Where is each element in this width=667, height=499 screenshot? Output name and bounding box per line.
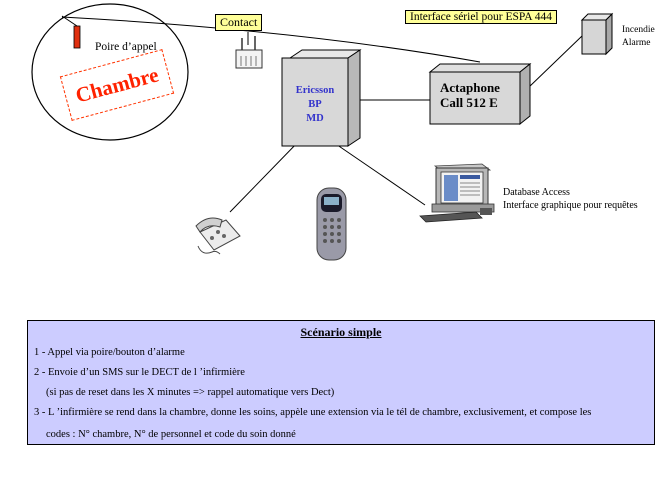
label-actaphone-line2: Call 512 E (440, 95, 498, 110)
fire-alarm-unit-icon (580, 12, 614, 56)
scenario-line-4: 3 - L ’infirmière se rend dans la chambr… (34, 407, 592, 418)
label-poire: Poire d’appel (95, 41, 157, 53)
label-incendie-alarme: Incendie Alarme (622, 24, 655, 50)
room-ellipse (31, 3, 189, 141)
scenario-line-1: 1 - Appel via poire/bouton d’alarme (34, 347, 185, 358)
label-ericsson-bp-md: Ericsson BP MD (282, 84, 348, 126)
label-database-line2: Interface graphique pour requêtes (503, 200, 638, 211)
label-database: Database Access Interface graphique pour… (503, 186, 638, 212)
label-alarme: Alarme (622, 38, 651, 48)
line-pbx-phone (229, 139, 301, 213)
line-pbx-workstation (329, 139, 426, 206)
line-actaphone-incendie (527, 35, 583, 89)
dect-keypad (323, 218, 341, 243)
ericsson-pbx-cabinet (281, 49, 362, 147)
label-ericsson: Ericsson (295, 85, 335, 96)
scenario-line-5: codes : N° chambre, N° de personnel et c… (46, 429, 296, 440)
line-poire-actaphone (61, 16, 481, 63)
desk-phone-icon (195, 217, 241, 255)
actaphone-server (428, 62, 532, 126)
dect-handset-icon (316, 187, 347, 261)
scenario-title: Scénario simple (300, 325, 382, 339)
scenario-box: Scénario simple 1 - Appel via poire/bout… (27, 320, 655, 445)
label-bp: BP (308, 99, 322, 110)
label-actaphone-line1: Actaphone (440, 80, 500, 95)
scenario-line-3: (si pas de reset dans les X minutes => r… (46, 387, 335, 398)
antenna-icon (235, 36, 263, 69)
nurse-call-pear-icon (61, 15, 81, 49)
label-database-line1: Database Access (503, 187, 570, 198)
workstation-icon (419, 163, 495, 223)
label-md: MD (306, 113, 324, 124)
label-incendie: Incendie (622, 25, 655, 35)
label-interface-espa: Interface sériel pour ESPA 444 (405, 10, 558, 24)
scenario-line-2: 2 - Envoie d’un SMS sur le DECT de l ’in… (34, 367, 245, 378)
label-actaphone: Actaphone Call 512 E (440, 80, 500, 110)
label-contact: Contact (215, 14, 263, 31)
